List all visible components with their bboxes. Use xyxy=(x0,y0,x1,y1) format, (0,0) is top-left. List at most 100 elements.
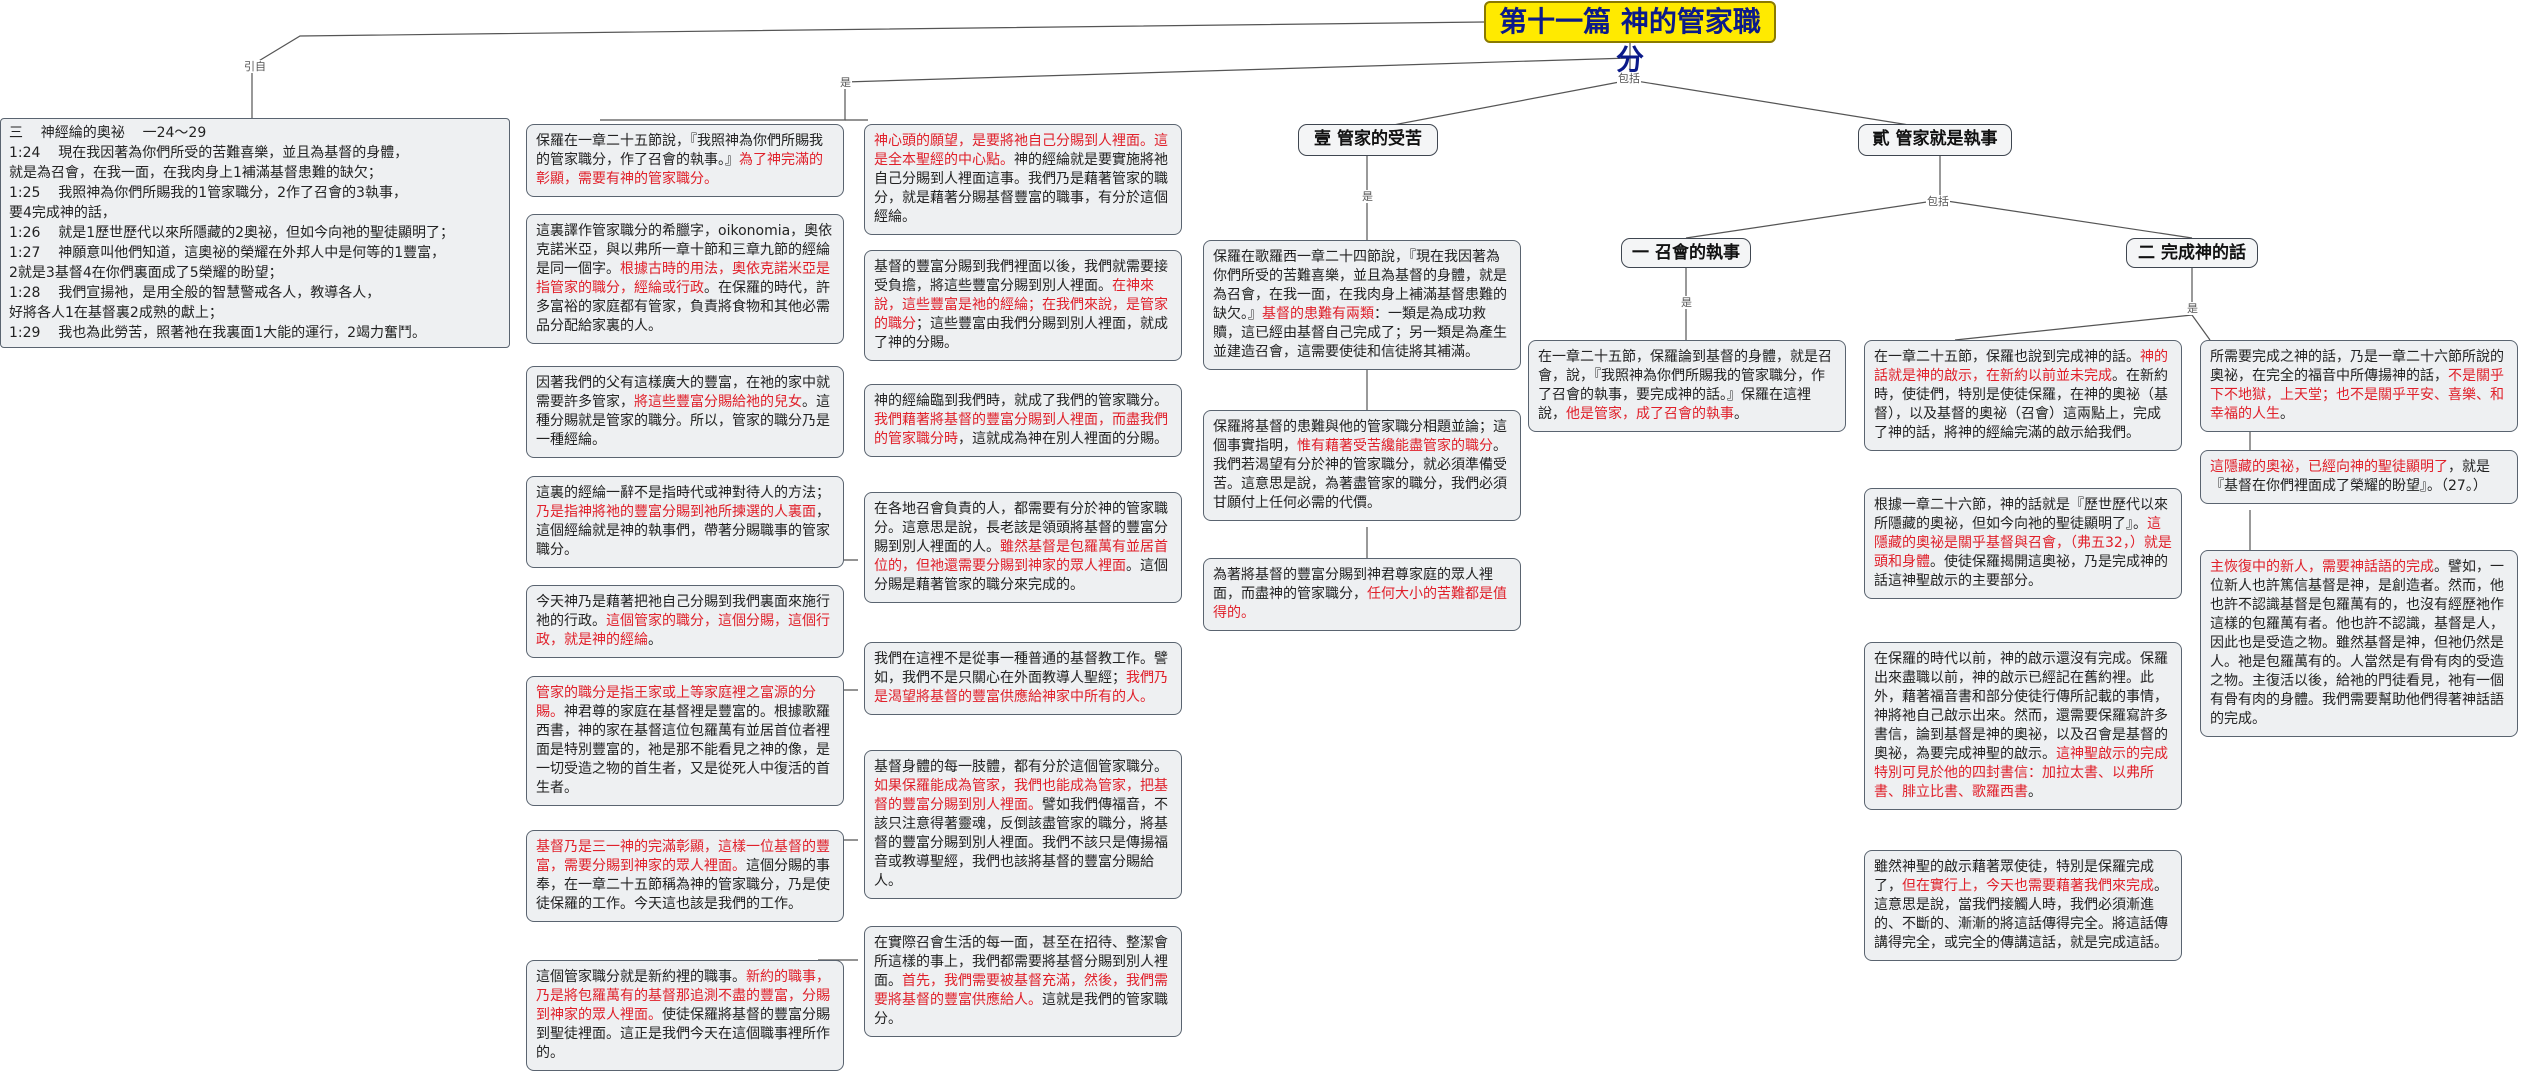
body-text: 今天神乃是藉著把祂自己分賜到我們裏面來施行祂的行政。 xyxy=(536,594,830,629)
body-text: 在各地召會負責的人，都需要有分於神的管家職分。這意思是說，長老該是領頭將基督的豐… xyxy=(874,501,1168,555)
steward-node-a[interactable]: 保羅在一章二十五節說，『我照神為你們所賜我的管家職分，作了召會的執事。』為了神完… xyxy=(526,124,844,197)
steward-node-a[interactable]: 這裏的經綸一辭不是指時代或神對待人的方法； 乃是指神將祂的豐富分賜到祂所揀選的人裏… xyxy=(526,476,844,568)
highlight-text: 基督的患難有兩類 xyxy=(1262,306,1374,322)
steward-node-b[interactable]: 基督身體的每一肢體，都有分於這個管家職分。如果保羅能成為管家，我們也能成為管家，… xyxy=(864,750,1182,899)
highlight-text: 基督乃是三一神的完滿彰顯，這樣一位基督的豐富，需要分賜到神家的眾人裡面。 xyxy=(536,839,830,874)
suffering-node[interactable]: 保羅將基督的患難與他的管家職分相題並論；這個事實指明，惟有藉著受苦纔能盡管家的職… xyxy=(1203,410,1521,521)
body-text: 在一章二十五節，保羅論到基督的身體，就是召會，說，『我照神為你們所賜我的管家職分… xyxy=(1538,349,1832,422)
complete-word-node[interactable]: 根據一章二十六節，神的話就是『歷世歷代以來所隱藏的奧祕，但如今向祂的聖徒顯明了』… xyxy=(1864,488,2182,599)
suffering-node[interactable]: 為著將基督的豐富分賜到神君尊家庭的眾人裡面，而盡神的管家職分，任何大小的苦難都是… xyxy=(1203,558,1521,631)
body-text: ，這個經綸就是神的執事們，帶著分賜職事的管家職分。 xyxy=(536,504,830,558)
complete-word-node[interactable]: 在一章二十五節，保羅也說到完成神的話。神的話就是神的啟示，在新約以前並未完成。在… xyxy=(1864,340,2182,451)
body-text: 雖然神聖的啟示藉著眾使徒，特別是保羅完成了， xyxy=(1874,859,2154,894)
highlight-text: 我們藉著將基督的豐富分賜到人裡面，而盡我們的管家職分時 xyxy=(874,412,1168,447)
body-text: 因著我們的父有這樣廣大的豐富，在祂的家中就需要許多管家， xyxy=(536,375,830,410)
steward-node-b[interactable]: 在實際召會生活的每一面，甚至在招待、整潔會所這樣的事上，我們都需要將基督分賜到別… xyxy=(864,926,1182,1037)
body-text: 譬如我們傳福音，不該只注意得著靈魂，反倒該盡管家的職分，將基督的豐富分賜到別人裡… xyxy=(874,797,1168,889)
highlight-text: 但在實行上，今天也需要藉著我們來完成 xyxy=(1902,878,2154,894)
steward-node-a[interactable]: 基督乃是三一神的完滿彰顯，這樣一位基督的豐富，需要分賜到神家的眾人裡面。這個分賜… xyxy=(526,830,844,922)
body-text: 。 xyxy=(1734,406,1748,422)
is-label-complete: 是 xyxy=(2186,302,2199,315)
body-text: 。這個分賜是藉著管家的職分來完成的。 xyxy=(874,558,1168,593)
highlight-text: 根據古時的用法，奧依克諾米亞是指管家的職分，經綸或行政 xyxy=(536,261,830,296)
steward-node-b[interactable]: 在各地召會負責的人，都需要有分於神的管家職分。這意思是說，長老該是領頭將基督的豐… xyxy=(864,492,1182,603)
body-text: 這就是我們的管家職分。 xyxy=(874,992,1168,1027)
body-text: 我們在這裡不是從事一種普通的基督教工作。譬如，我們不是只關心在外面教導人聖經； xyxy=(874,651,1168,686)
include-label-steward: 包括 xyxy=(1926,195,1950,208)
is-label: 是 xyxy=(839,76,852,89)
scripture-quote[interactable]: 三 神經綸的奧祕 一24～29 1:24 現在我因著為你們所受的苦難喜樂，並且為基… xyxy=(0,118,510,348)
highlight-text: 這個管家的職分，這個分賜，這個行政，就是神的經綸 xyxy=(536,613,830,648)
cite-label: 引自 xyxy=(243,60,267,73)
body-text: 根據一章二十六節，神的話就是『歷世歷代以來所隱藏的奧祕，但如今向祂的聖徒顯明了』… xyxy=(1874,497,2168,532)
body-text: 神君尊的家庭在基督裡是豐富的。根據歌羅西書，神的家在基督這位包羅萬有並居首位者裡… xyxy=(536,704,830,796)
steward-node-a[interactable]: 管家的職分是指王家或上等家庭裡之富源的分賜。神君尊的家庭在基督裡是豐富的。根據歌… xyxy=(526,676,844,806)
complete-word-node[interactable]: 在保羅的時代以前，神的啟示還沒有完成。保羅出來盡職以前，神的啟示已經記在舊約裡。… xyxy=(1864,642,2182,810)
steward-node-b[interactable]: 神的經綸臨到我們時，就成了我們的管家職分。我們藉著將基督的豐富分賜到人裡面，而盡… xyxy=(864,384,1182,457)
scripture-line: 1:25 我照神為你們所賜我的1管家職分，2作了召會的3執事， xyxy=(9,185,407,201)
highlight-text: 乃是指神將祂的豐富分賜到祂所揀選的人裏面 xyxy=(536,504,816,520)
highlight-text: 將這些豐富分賜給祂的兒女 xyxy=(634,394,802,410)
body-text: 。 xyxy=(2028,784,2042,800)
mystery-node[interactable]: 這隱藏的奧祕，已經向神的聖徒顯明了，就是『基督在你們裡面成了榮耀的盼望』。（27… xyxy=(2200,450,2518,504)
body-text: 在實際召會生活的每一面，甚至在招待、整潔會所這樣的事上，我們都需要將基督分賜到別… xyxy=(874,935,1168,989)
highlight-text: 首先，我們需要被基督充滿，然後，我們需要將基督的豐富供應給人。 xyxy=(874,973,1168,1008)
calling-node[interactable]: 在一章二十五節，保羅論到基督的身體，就是召會，說，『我照神為你們所賜我的管家職分… xyxy=(1528,340,1846,432)
body-text: 。在新約時，使徒們，特別是使徒保羅，在神的奧祕（基督），以及基督的奧祕（召會）這… xyxy=(1874,368,2168,441)
body-text: 在保羅的時代以前，神的啟示還沒有完成。保羅出來盡職以前，神的啟示已經記在舊約裡。… xyxy=(1874,651,2168,762)
highlight-text: 管家的職分是指王家或上等家庭裡之富源的分賜。 xyxy=(536,685,816,720)
highlight-text: 在神來說，這些豐富是祂的經綸；在我們來說，是管家的職分 xyxy=(874,278,1168,332)
is-label-calling: 是 xyxy=(1680,296,1693,309)
mystery-node[interactable]: 所需要完成之神的話，乃是一章二十六節所說的奧祕，在完全的福音中所傳揚神的話，不是… xyxy=(2200,340,2518,432)
body-text: 基督的豐富分賜到我們裡面以後，我們就需要接受負擔，將這些豐富分賜到別人裡面。 xyxy=(874,259,1168,294)
scripture-line: 三 神經綸的奧祕 一24～29 xyxy=(9,125,207,141)
body-text: ，就是『基督在你們裡面成了榮耀的盼望』。（27。） xyxy=(2210,459,2490,494)
body-text: 保羅在歌羅西一章二十四節說，『現在我因著為你們所受的苦難喜樂，並且為基督的身體，… xyxy=(1213,249,1507,322)
is-label-suffering: 是 xyxy=(1361,190,1374,203)
scripture-line: 2就是3基督4在你們裏面成了5榮耀的盼望； xyxy=(9,265,283,281)
steward-node-a[interactable]: 因著我們的父有這樣廣大的豐富，在祂的家中就需要許多管家，將這些豐富分賜給祂的兒女… xyxy=(526,366,844,458)
body-text: 。這意思是說，當我們接觸人時，我們必須漸進的、不斷的、漸漸的將這話傳得完全。將這… xyxy=(1874,878,2168,951)
body-text: 基督身體的每一肢體，都有分於這個管家職分。 xyxy=(874,759,1168,775)
steward-node-b[interactable]: 基督的豐富分賜到我們裡面以後，我們就需要接受負擔，將這些豐富分賜到別人裡面。在神… xyxy=(864,250,1182,361)
scripture-line: 1:24 現在我因著為你們所受的苦難喜樂，並且為基督的身體， xyxy=(9,145,409,161)
highlight-text: 這隱藏的奧祕是關乎基督與召會，（弗五32，）就是頭和身體 xyxy=(1874,516,2172,570)
body-text: 這個管家職分就是新約裡的職事。 xyxy=(536,969,746,985)
body-text: 為著將基督的豐富分賜到神君尊家庭的眾人裡面，而盡神的管家職分， xyxy=(1213,567,1493,602)
body-text: 。這種分賜就是管家的職分。所以，管家的職分乃是一種經綸。 xyxy=(536,394,830,448)
highlight-text: 如果保羅能成為管家，我們也能成為管家，把基督的豐富分賜到別人裡面。 xyxy=(874,778,1168,813)
highlight-text: 這隱藏的奧祕，已經向神的聖徒顯明了 xyxy=(2210,459,2448,475)
topic-steward-minister[interactable]: 貳 管家就是執事 xyxy=(1858,124,2012,156)
topic-calling-minister[interactable]: 一 召會的執事 xyxy=(1621,238,1751,268)
root-title[interactable]: 第十一篇 神的管家職分 xyxy=(1484,1,1776,76)
body-text: ，這就成為神在別人裡面的分賜。 xyxy=(958,431,1168,447)
steward-node-a[interactable]: 今天神乃是藉著把祂自己分賜到我們裏面來施行祂的行政。這個管家的職分，這個分賜，這… xyxy=(526,585,844,658)
topic-suffering[interactable]: 壹 管家的受苦 xyxy=(1298,124,1438,156)
steward-node-a[interactable]: 這裏譯作管家職分的希臘字，oikonomia，奧依克諾米亞，與以弗所一章十節和三… xyxy=(526,214,844,344)
topic-complete-word[interactable]: 二 完成神的話 xyxy=(2126,238,2258,268)
steward-node-b[interactable]: 神心頭的願望，是要將祂自己分賜到人裡面。這是全本聖經的中心點。神的經綸就是要實施… xyxy=(864,124,1182,235)
mystery-node[interactable]: 主恢復中的新人，需要神話語的完成。譬如，一位新人也許篤信基督是神，是創造者。然而… xyxy=(2200,550,2518,737)
body-text: ；這些豐富由我們分賜到別人裡面，就成了神的分賜。 xyxy=(874,316,1168,351)
scripture-line: 要4完成神的話， xyxy=(9,205,116,221)
body-text: 這裏譯作管家職分的希臘字，oikonomia，奧依克諾米亞，與以弗所一章十節和三… xyxy=(536,223,833,277)
body-text: 神的經綸就是要實施將祂自己分賜到人裡面這事。我們乃是藉著管家的職分，就是藉著分賜… xyxy=(874,152,1168,225)
body-text: ：一類是為成功救贖，這已經由基督自己完成了；另一類是為產生並建造召會，這需要使徒… xyxy=(1213,306,1507,360)
highlight-text: 我們乃是渴望將基督的豐富供應給神家中所有的人。 xyxy=(874,670,1168,705)
suffering-node[interactable]: 保羅在歌羅西一章二十四節說，『現在我因著為你們所受的苦難喜樂，並且為基督的身體，… xyxy=(1203,240,1521,370)
highlight-text: 神心頭的願望，是要將祂自己分賜到人裡面。這是全本聖經的中心點。 xyxy=(874,133,1168,168)
highlight-text: 不是關乎下不地獄，上天堂；也不是關乎平安、喜樂、和幸福的人生 xyxy=(2210,368,2504,422)
scripture-line: 就是為召會，在我一面，在我肉身上1補滿基督患難的缺欠； xyxy=(9,165,382,181)
scripture-line: 1:28 我們宣揚祂，是用全般的智慧警戒各人，教導各人， xyxy=(9,285,381,301)
scripture-line: 1:27 神願意叫他們知道，這奧祕的榮耀在外邦人中是何等的1豐富， xyxy=(9,245,446,261)
complete-word-node[interactable]: 雖然神聖的啟示藉著眾使徒，特別是保羅完成了，但在實行上，今天也需要藉著我們來完成… xyxy=(1864,850,2182,961)
body-text: 這裏的經綸一辭不是指時代或神對待人的方法； xyxy=(536,485,830,501)
body-text: 這個分賜的事奉，在一章二十五節稱為神的管家職分，乃是使徒保羅的工作。今天這也該是… xyxy=(536,858,830,912)
scripture-line: 1:26 就是1歷世歷代以來所隱藏的2奧祕，但如今向祂的聖徒顯明了； xyxy=(9,225,455,241)
scripture-quote-lines: 三 神經綸的奧祕 一24～29 1:24 現在我因著為你們所受的苦難喜樂，並且為基… xyxy=(9,123,501,343)
highlight-text: 主恢復中的新人，需要神話語的完成 xyxy=(2210,559,2434,575)
highlight-text: 惟有藉著受苦纔能盡管家的職分 xyxy=(1297,438,1493,454)
steward-node-b[interactable]: 我們在這裡不是從事一種普通的基督教工作。譬如，我們不是只關心在外面教導人聖經；我… xyxy=(864,642,1182,715)
highlight-text: 為了神完滿的彰顯，需要有神的管家職分。 xyxy=(536,152,823,187)
steward-node-a[interactable]: 這個管家職分就是新約裡的職事。新約的職事，乃是將包羅萬有的基督那追測不盡的豐富，… xyxy=(526,960,844,1071)
